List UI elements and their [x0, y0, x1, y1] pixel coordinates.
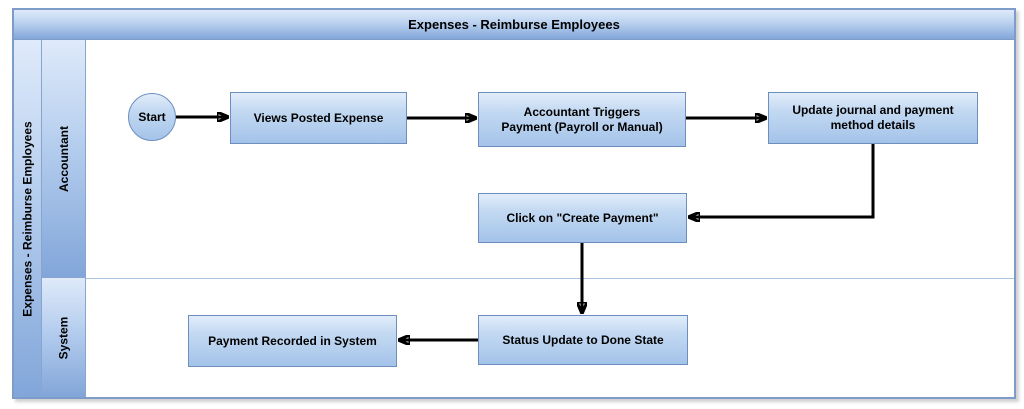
lane-divider: [86, 278, 1014, 279]
start-event-node: Start: [128, 93, 176, 141]
pool-title: Expenses - Reimburse Employees: [14, 10, 1014, 40]
task-accountant-triggers-payment-label: Accountant Triggers Payment (Payroll or …: [501, 104, 663, 134]
task-click-create-payment: Click on "Create Payment": [478, 193, 687, 243]
task-views-posted-expense: Views Posted Expense: [230, 92, 407, 144]
task-update-journal-payment-details-label: Update journal and payment method detail…: [792, 103, 954, 132]
pool-vertical-label: Expenses - Reimburse Employees: [14, 40, 42, 397]
pool-vertical-label-text: Expenses - Reimburse Employees: [20, 120, 35, 317]
task-status-update-done-label: Status Update to Done State: [502, 332, 664, 347]
task-status-update-done: Status Update to Done State: [478, 315, 688, 365]
lane-header-system: System: [42, 278, 86, 397]
start-event-label: Start: [138, 109, 166, 124]
task-payment-recorded-system: Payment Recorded in System: [188, 315, 397, 367]
task-payment-recorded-system-label: Payment Recorded in System: [208, 333, 377, 348]
lane-header-system-label: System: [56, 316, 71, 359]
task-update-journal-payment-details: Update journal and payment method detail…: [768, 92, 978, 144]
task-views-posted-expense-label: Views Posted Expense: [253, 110, 384, 125]
lane-header-accountant-label: Accountant: [56, 125, 71, 192]
lane-header-accountant: Accountant: [42, 40, 86, 278]
lane-label-column: Accountant System: [42, 40, 86, 397]
task-accountant-triggers-payment: Accountant Triggers Payment (Payroll or …: [478, 92, 686, 147]
task-click-create-payment-label: Click on "Create Payment": [506, 210, 659, 225]
